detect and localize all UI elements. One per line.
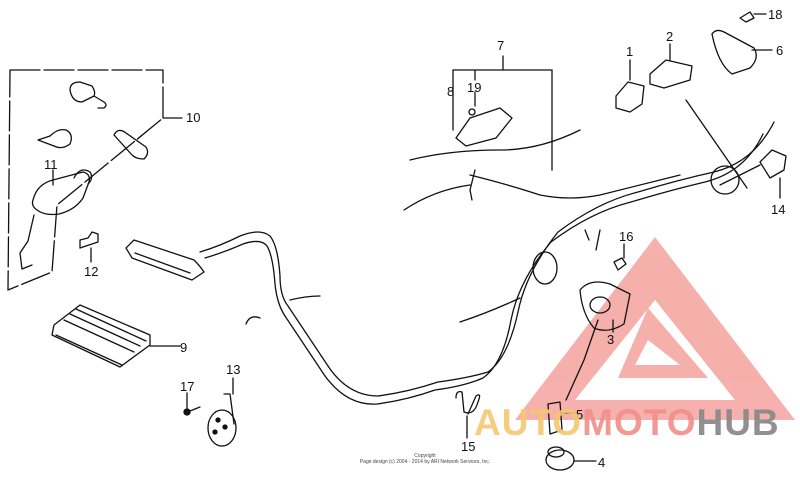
fuse-connector-strip-icon [125, 239, 205, 281]
callout-18: 18 [768, 7, 783, 22]
bolt-18-icon [739, 11, 767, 23]
lock-cylinder-icon [69, 81, 107, 109]
seat-lock-icon [113, 129, 149, 160]
relay-1-icon [615, 59, 645, 113]
callout-4: 4 [598, 455, 606, 470]
callout-13: 13 [226, 362, 241, 377]
callout-1: 1 [626, 44, 634, 59]
callout-10: 10 [186, 110, 201, 125]
relay-2-icon [649, 43, 693, 89]
callout-11: 11 [44, 157, 58, 172]
watermark-text: AUTOMOTOHUB [474, 403, 780, 443]
callout-19: 19 [467, 80, 482, 95]
ignition-switch-icon [19, 169, 93, 270]
copyright-line2: Page design (c) 2004 - 2014 by ARI Netwo… [359, 459, 491, 465]
watermark-hub: HUB [696, 402, 780, 443]
bolt-17-icon [183, 392, 201, 416]
switch-set-group-bracket [7, 69, 164, 291]
bolt-12-icon [79, 231, 99, 263]
main-wire-harness-icon [199, 121, 775, 405]
ignition-coil-icon [565, 281, 631, 401]
callout-7: 7 [497, 38, 505, 53]
watermark-moto: MOTO [582, 402, 697, 443]
callout-17: 17 [180, 379, 195, 394]
copyright-notice: Copyright Page design (c) 2004 - 2014 by… [300, 453, 550, 465]
rectifier-6-icon [711, 29, 773, 75]
condenser-round-icon [710, 165, 740, 195]
watermark-auto: AUTO [474, 402, 583, 443]
turn-signal-relay-icon [455, 107, 513, 147]
callout-14: 14 [771, 202, 786, 217]
copyright-line1: Copyright [414, 453, 436, 459]
callout-6: 6 [776, 43, 784, 58]
callout-3: 3 [607, 332, 615, 347]
watermark-logo-icon [515, 237, 795, 420]
spark-plug-cap-icon [547, 401, 577, 435]
key-switch-icon [37, 128, 72, 149]
callout-15: 15 [461, 439, 476, 454]
bolt-16-icon [613, 243, 627, 271]
callout-5: 5 [576, 407, 584, 422]
sub-harness-bracket [452, 55, 553, 171]
horn-icon [207, 377, 237, 447]
callout-8: 8 [447, 84, 455, 99]
condenser-icon [532, 251, 558, 285]
callout-16: 16 [619, 229, 634, 244]
regulator-rectifier-icon [51, 304, 151, 368]
wire-clamp-icon [455, 390, 481, 439]
callout-9: 9 [180, 340, 188, 355]
callout-2: 2 [666, 29, 674, 44]
callout-12: 12 [84, 264, 99, 279]
plug-boot-icon [545, 446, 597, 471]
